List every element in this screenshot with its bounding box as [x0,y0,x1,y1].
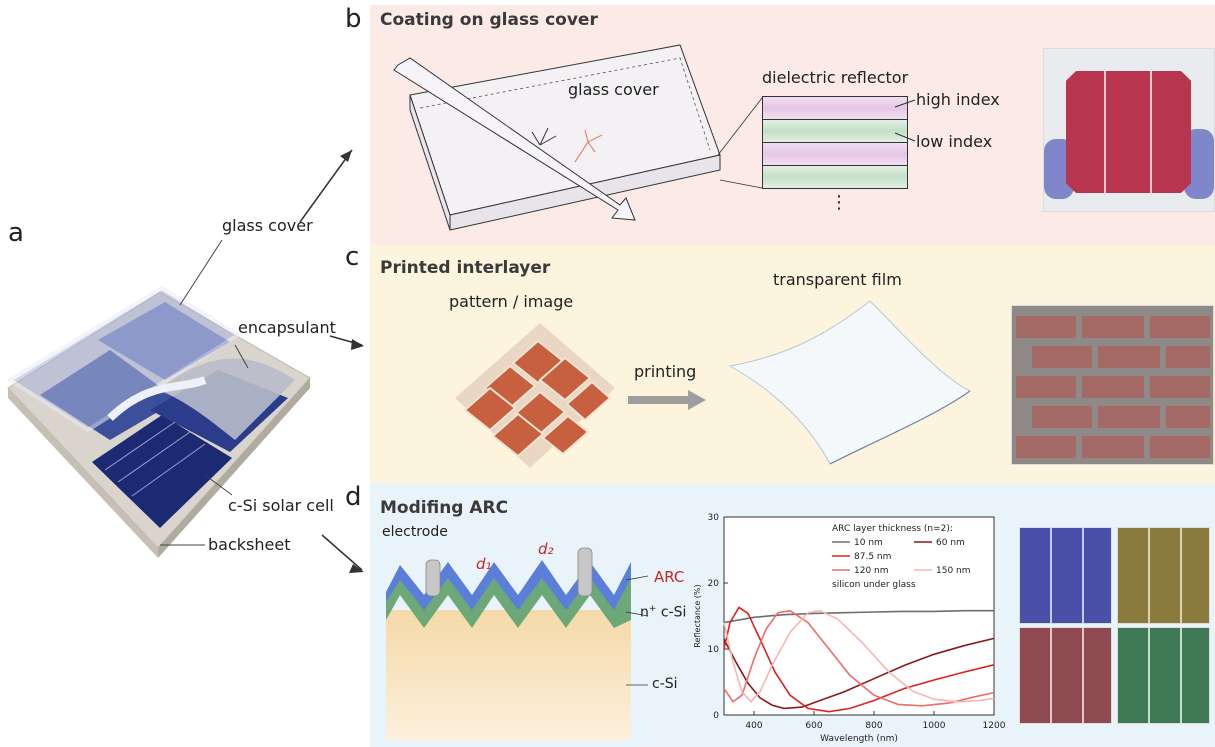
photo-cell-red [1019,627,1112,724]
arrow-to-b [299,149,353,223]
arrow-to-d [321,534,363,571]
label-d2: d₂ [538,540,554,558]
label-backsheet: backsheet [208,535,291,554]
panel-d-title: Modifing ARC [380,498,509,518]
panel-c-title: Printed interlayer [380,258,551,278]
solar-module-illustration [6,285,311,558]
series-line [723,609,994,624]
transparent-film [728,300,971,465]
cell-bottom-right [92,415,232,528]
label-d1: d₁ [476,555,492,573]
panel-b-title: Coating on glass cover [380,10,598,30]
label-cell: c-Si solar cell [228,496,334,515]
stack-leaders [894,99,916,142]
high-index-layer [762,143,908,166]
glass-curl [107,376,207,421]
y-tick-label: 0 [713,711,719,721]
brick-pattern-image [455,323,615,468]
x-tick-label: 800 [865,721,882,731]
legend-entry: 150 nm [936,566,971,576]
label-n-plus-c-si: n+ c-Si [640,604,687,621]
label-dielectric-reflector: dielectric reflector [762,68,909,87]
label-glass-cover: glass cover [222,216,313,235]
ellipsis: ⋮ [830,192,848,213]
y-axis-label: Reflectance (%) [693,584,702,647]
legend-entry: 120 nm [854,566,889,576]
panel-letter-a: a [8,218,24,248]
photo-cell-blue [1019,527,1112,624]
label-low-index: low index [916,132,993,151]
legend-footer: silicon under glass [832,580,916,590]
series-line [723,609,995,703]
series-line [723,609,995,707]
silicon-substrate [386,610,631,740]
dielectric-stack [762,96,908,190]
arc-cross-section [386,547,649,740]
y-tick-label: 20 [708,579,720,589]
label-pattern-image: pattern / image [449,292,574,311]
y-tick-label: 30 [708,513,720,523]
label-c-si: c-Si [652,676,678,692]
x-tick-label: 1200 [983,721,1006,731]
glass-cover-diagram [393,44,763,231]
x-tick-label: 1000 [923,721,946,731]
photo-cell-gold [1117,527,1210,624]
y-tick-label: 10 [708,645,720,655]
label-encapsulant: encapsulant [238,318,336,337]
legend-entry: 60 nm [936,538,965,548]
printing-arrow [628,390,706,410]
label-arc: ARC [654,568,685,586]
high-index-layer [762,96,908,120]
photo-brick-module [1011,305,1214,465]
panel-letter-c: c [345,242,360,272]
encapsulant-sheet [158,358,295,440]
low-index-layer [762,120,908,143]
arc-layer [386,560,631,618]
legend-entry: 87.5 nm [854,552,891,562]
n-plus-layer [386,578,631,628]
x-tick-label: 600 [805,721,822,731]
photo-cell-green [1117,627,1210,724]
photo-colored-module-red [1043,48,1215,212]
label-transparent-film: transparent film [773,270,902,289]
legend-title: ARC layer thickness (n=2): [832,524,953,534]
x-tick-label: 400 [745,721,762,731]
low-index-layer [762,166,908,189]
legend-entry: 10 nm [854,538,883,548]
panel-a-leaders [160,149,364,573]
panel-letter-b: b [345,4,362,34]
glass-cover-layer [6,285,242,433]
series-line [723,606,995,713]
series-line [723,637,995,710]
electrode [425,559,441,597]
label-glass-cover-b: glass cover [568,80,659,99]
x-axis-label: Wavelength (nm) [820,734,898,744]
label-high-index: high index [916,90,1000,109]
panel-letter-d: d [345,482,362,512]
electrode [577,547,593,597]
label-printing: printing [634,362,697,381]
label-electrode: electrode [382,524,448,540]
